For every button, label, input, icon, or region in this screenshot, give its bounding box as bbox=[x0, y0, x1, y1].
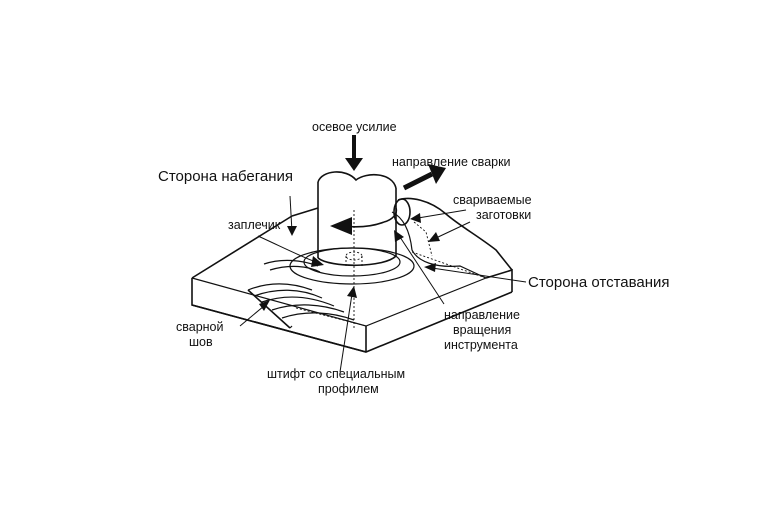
label-rotation-1: направление bbox=[444, 308, 520, 322]
label-weld-2: шов bbox=[189, 335, 213, 349]
pin bbox=[345, 210, 363, 330]
label-axial-force: осевое усилие bbox=[312, 120, 397, 134]
axial-force-arrow bbox=[345, 135, 363, 171]
leader-lines bbox=[239, 195, 527, 373]
shoulder-swirls bbox=[289, 247, 415, 285]
workpiece-plates bbox=[191, 197, 513, 353]
label-weld-1: сварной bbox=[176, 320, 224, 334]
label-rotation-2: вращения bbox=[453, 323, 511, 337]
welding-direction-arrow bbox=[402, 164, 446, 191]
label-shoulder: заплечик bbox=[228, 218, 281, 232]
label-retreating-side: Сторона отставания bbox=[528, 274, 670, 291]
weld-seam bbox=[247, 259, 355, 329]
label-welding-direction: направление сварки bbox=[392, 155, 511, 169]
label-workpieces-2: заготовки bbox=[476, 208, 531, 222]
label-pin-2: профилем bbox=[318, 382, 379, 396]
rotating-tool bbox=[317, 171, 411, 267]
label-advancing-side: Сторона набегания bbox=[158, 168, 293, 185]
label-workpieces-1: свариваемые bbox=[453, 193, 532, 207]
label-rotation-3: инструмента bbox=[444, 338, 518, 352]
label-pin-1: штифт со специальным bbox=[267, 367, 405, 381]
